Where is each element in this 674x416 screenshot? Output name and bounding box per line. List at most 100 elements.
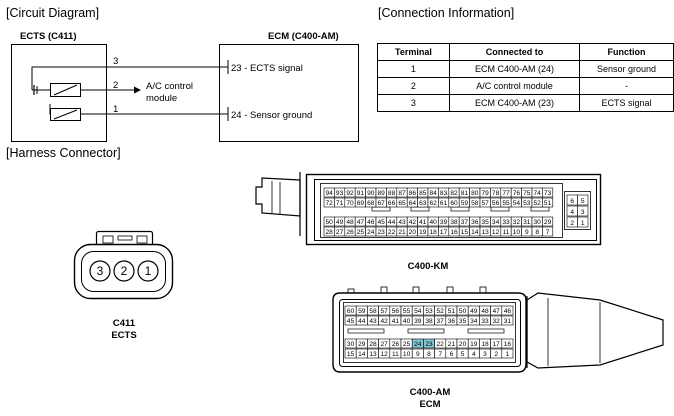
km-pin-number: 38 (450, 219, 458, 226)
km-pin-number: 31 (523, 219, 531, 226)
km-pin-number: 75 (523, 190, 531, 197)
km-pin-number: 80 (471, 190, 479, 197)
pin-3-label: 3 (113, 56, 118, 67)
km-pin-number: 70 (346, 200, 354, 207)
km-pin-number: 18 (430, 229, 438, 236)
km-pin (542, 216, 554, 227)
km-pin-number: 44 (388, 219, 396, 226)
c411-label: C411 (113, 318, 136, 329)
c400-km-label: C400-KM (408, 261, 449, 272)
am-pin-number: 60 (347, 308, 355, 315)
ecm-pin-23-label: 23 - ECTS signal (231, 63, 303, 74)
wire-ects-signal (31, 66, 228, 90)
am-pin-number: 44 (358, 318, 366, 325)
am-pin-number: 50 (459, 308, 467, 315)
am-pin (501, 348, 514, 359)
am-pin-number: 6 (450, 351, 454, 358)
km-pin-number: 9 (525, 229, 529, 236)
am-pin-number: 13 (369, 351, 377, 358)
km-pin-number: 73 (544, 190, 552, 197)
km-pin-number: 67 (378, 200, 386, 207)
c411-pin-2 (113, 260, 135, 282)
am-pin-number: 29 (358, 341, 366, 348)
ecm-connector-label: ECM (419, 399, 440, 410)
svg-text:1: 1 (145, 264, 152, 278)
km-pin-number: 58 (471, 200, 479, 207)
km-pin-number: 47 (357, 219, 365, 226)
am-pin-number: 48 (481, 308, 489, 315)
km-pin-number: 63 (419, 200, 427, 207)
am-pin-number: 16 (504, 341, 512, 348)
am-pin (501, 315, 514, 326)
am-pin-number: 3 (483, 351, 487, 358)
am-pin (501, 338, 514, 349)
table-cell: 1 (377, 60, 450, 78)
km-pin-number: 49 (336, 219, 344, 226)
km-pin-number: 68 (367, 200, 375, 207)
km-pin (542, 187, 554, 198)
am-pin-number: 25 (403, 341, 411, 348)
am-pin-number: 34 (470, 318, 478, 325)
ac-control-label: A/C control (146, 81, 193, 92)
km-pin-number: 60 (450, 200, 458, 207)
am-pin-number: 27 (381, 341, 389, 348)
km-pin-number: 88 (388, 190, 396, 197)
km-pin-number: 13 (482, 229, 490, 236)
km-pin-number: 26 (346, 229, 354, 236)
am-pin-number: 43 (369, 318, 377, 325)
circuit-diagram-title: [Circuit Diagram] (6, 6, 100, 20)
table-cell: Sensor ground (579, 60, 674, 78)
km-pin-number: 25 (357, 229, 365, 236)
ecm-pin-24-label: 24 - Sensor ground (231, 110, 312, 121)
am-pin-number: 30 (347, 341, 355, 348)
km-pin-number: 72 (326, 200, 334, 207)
km-pin-number: 22 (388, 229, 396, 236)
connection-table: Terminal Connected to Function 1 ECM C40… (377, 43, 674, 112)
pin-2-label: 2 (113, 80, 118, 91)
km-side-pin-number: 4 (570, 209, 574, 216)
km-pin-number: 7 (546, 229, 550, 236)
km-pin-number: 36 (471, 219, 479, 226)
svg-text:2: 2 (121, 264, 128, 278)
km-pin-number: 12 (492, 229, 500, 236)
table-cell: ECTS signal (579, 94, 674, 112)
connection-info-title: [Connection Information] (378, 6, 515, 20)
am-pin-number: 42 (381, 318, 389, 325)
km-pin-number: 11 (503, 229, 510, 236)
km-pin-number: 93 (336, 190, 344, 197)
km-pin-number: 51 (544, 200, 552, 207)
km-pin-number: 45 (378, 219, 386, 226)
am-pin-number: 24 (414, 341, 422, 348)
km-pin-number: 77 (502, 190, 510, 197)
km-pin-number: 74 (534, 190, 542, 197)
am-pin-number: 52 (437, 308, 445, 315)
km-pin-number: 90 (367, 190, 375, 197)
km-pin-number: 84 (430, 190, 438, 197)
km-pin-number: 37 (461, 219, 469, 226)
am-pin-number: 59 (358, 308, 366, 315)
am-pin-number: 17 (493, 341, 501, 348)
am-pin-number: 39 (414, 318, 422, 325)
km-pin-number: 64 (409, 200, 417, 207)
ects-label: ECTS (C411) (20, 31, 77, 42)
km-pin-number: 15 (461, 229, 469, 236)
am-pin (501, 305, 514, 316)
am-pin-number: 40 (403, 318, 411, 325)
am-pin-number: 12 (381, 351, 389, 358)
km-pin (542, 197, 554, 208)
km-pin-number: 46 (367, 219, 375, 226)
km-pin-number: 41 (419, 219, 427, 226)
am-pin-number: 55 (403, 308, 411, 315)
km-pin-number: 76 (513, 190, 521, 197)
am-pin-number: 38 (425, 318, 433, 325)
km-side-pin-number: 6 (570, 198, 574, 205)
c400-am-label: C400-AM (410, 387, 451, 398)
ecm-box (219, 44, 359, 142)
am-pin-number: 31 (504, 318, 512, 325)
am-pin-number: 21 (448, 341, 456, 348)
km-pin-number: 91 (357, 190, 365, 197)
km-side-pin (577, 194, 589, 206)
am-pin-number: 18 (481, 341, 489, 348)
km-pin-number: 86 (409, 190, 417, 197)
am-pin-number: 28 (369, 341, 377, 348)
